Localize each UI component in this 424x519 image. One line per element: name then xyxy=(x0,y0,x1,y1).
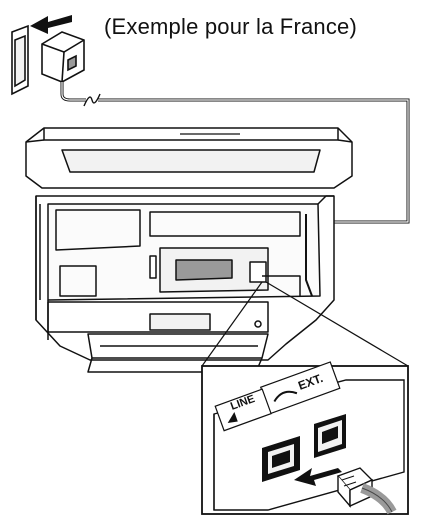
wall-socket xyxy=(11,24,29,96)
insert-arrow xyxy=(294,468,342,486)
callout-lines xyxy=(201,281,409,367)
diagram-caption: (Exemple pour la France) xyxy=(104,14,358,39)
printer xyxy=(25,127,353,373)
internal-cable xyxy=(305,214,313,297)
wall-plug-adapter xyxy=(41,31,85,83)
ext-port xyxy=(314,414,346,458)
line-port xyxy=(262,436,300,482)
inset-detail-box: EXT. LINE xyxy=(201,361,409,515)
plug-direction-arrow xyxy=(30,15,72,34)
cable-break-mark xyxy=(83,93,101,107)
